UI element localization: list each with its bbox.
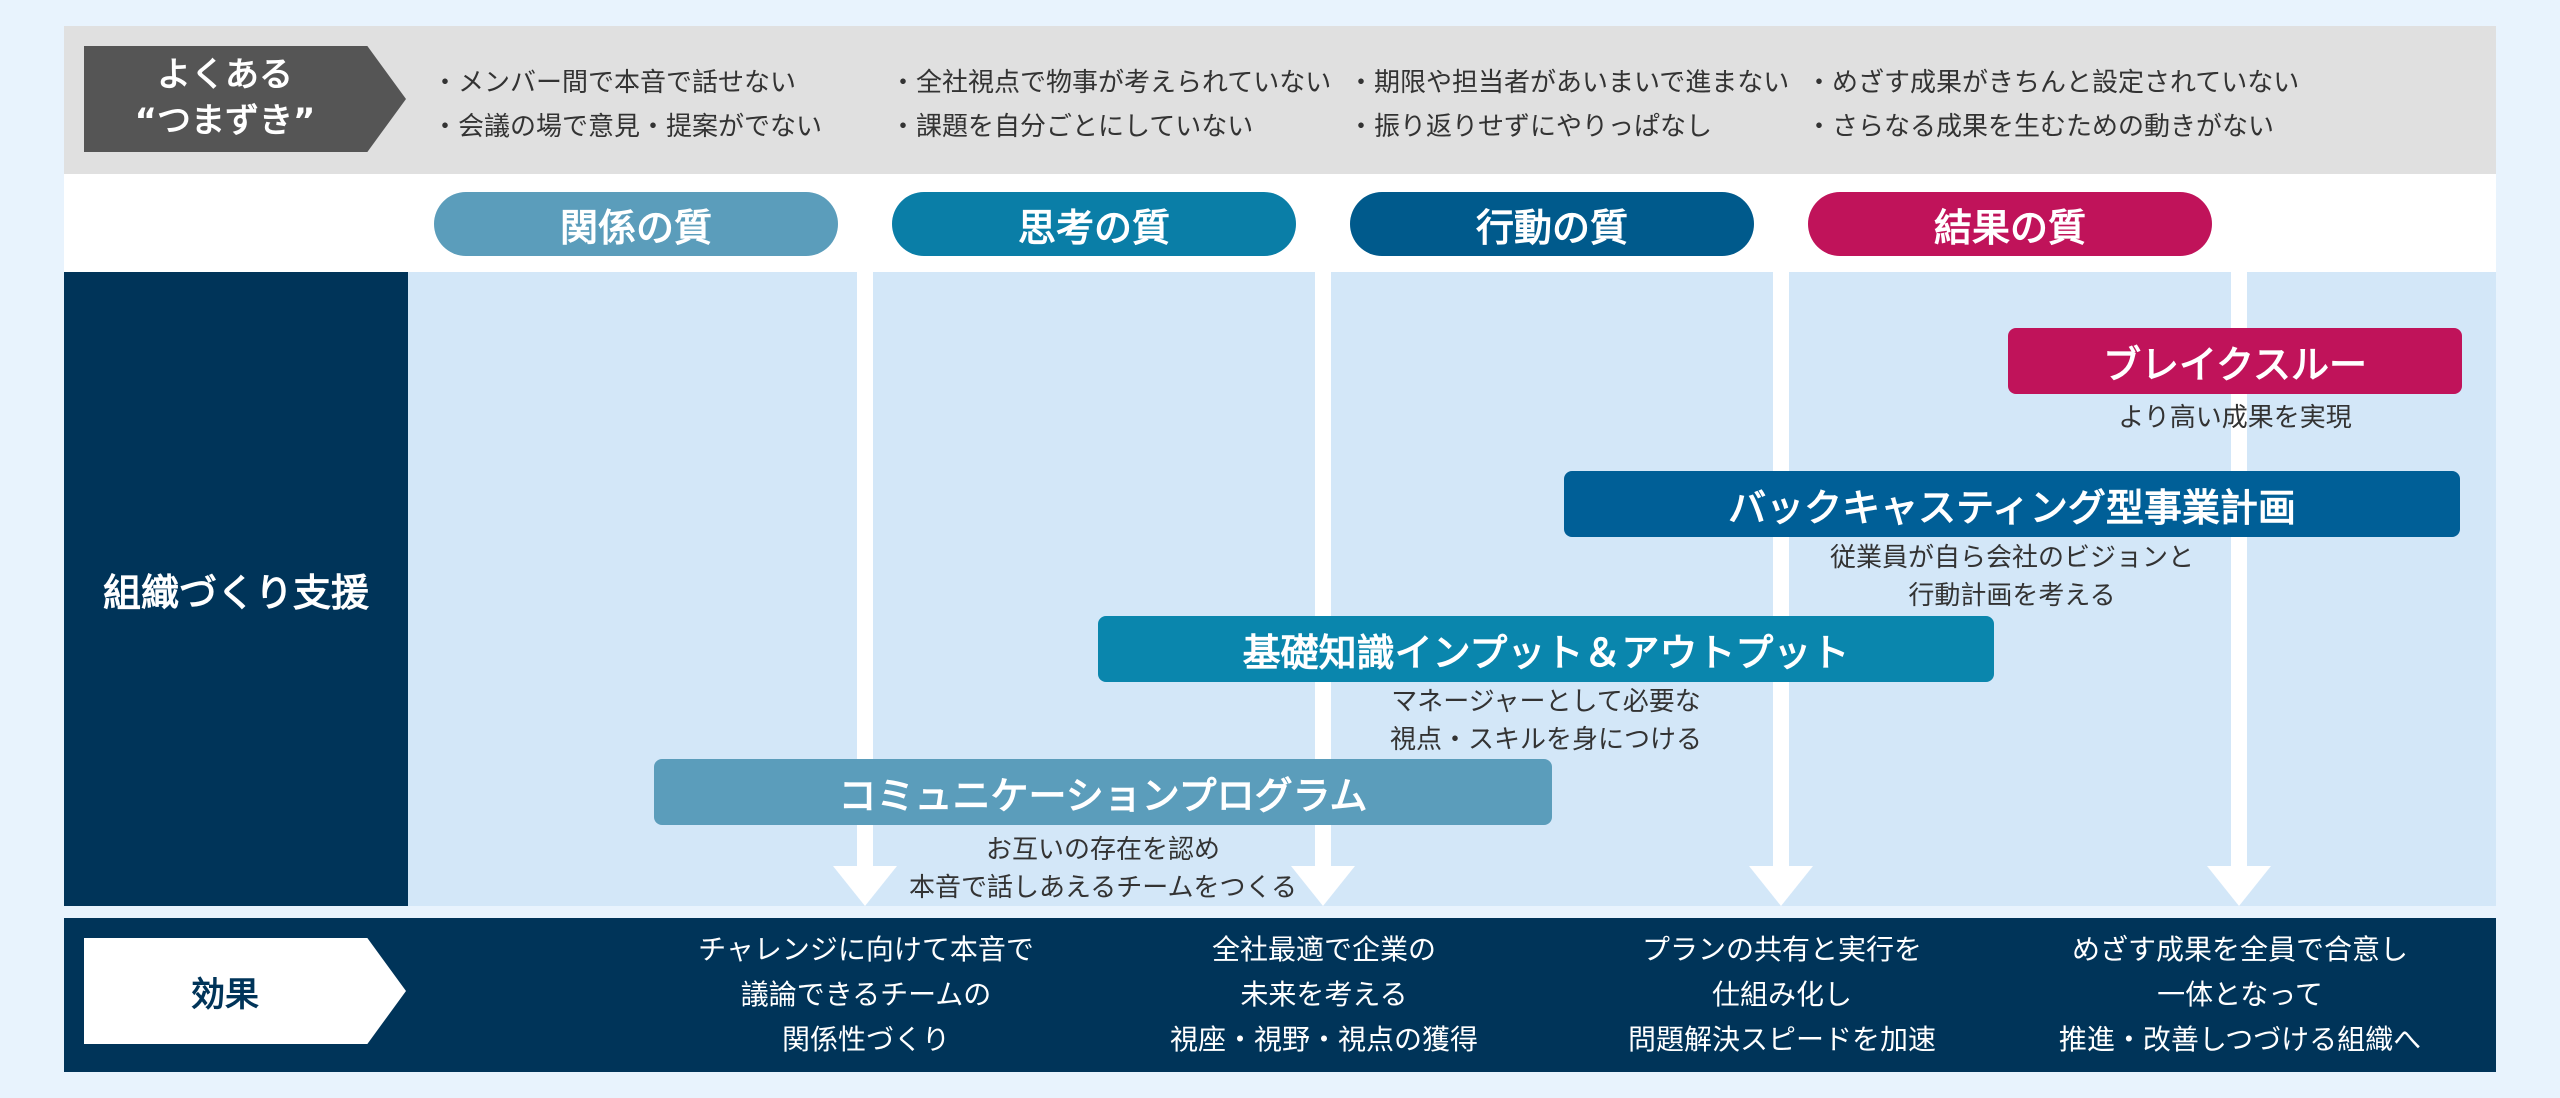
caption-line: 従業員が自ら会社のビジョンと <box>1829 543 2194 573</box>
program-basic-knowledge-caption: マネージャーとして必要な 視点・スキルを身につける <box>1098 684 1994 759</box>
down-arrow-icon <box>2207 866 2271 906</box>
caption-line: より高い成果を実現 <box>2118 403 2352 433</box>
program-communication-caption: お互いの存在を認め 本音で話しあえるチームをつくる <box>654 832 1552 907</box>
problem-4-1: ・めざす成果がきちんと設定されていない <box>1806 68 2300 98</box>
effect-result: めざす成果を全員で合意し 一体となって 推進・改善しつづける組織へ <box>2010 928 2470 1062</box>
effect-thinking: 全社最適で企業の 未来を考える 視座・視野・視点の獲得 <box>1094 928 1554 1062</box>
effect-line: 一体となって <box>2157 977 2323 1011</box>
caption-line: 視点・スキルを身につける <box>1389 724 1702 755</box>
down-arrow-icon <box>1749 866 1813 906</box>
effect-line: 議論できるチームの <box>740 977 992 1011</box>
problems-band <box>64 26 2496 174</box>
problem-3-1: ・期限や担当者があいまいで進まない <box>1348 68 1790 98</box>
problem-2-1: ・全社視点で物事が考えられていない <box>890 68 1332 98</box>
effect-line: 関係性づくり <box>781 1022 950 1056</box>
problem-4-2: ・さらなる成果を生むための動きがない <box>1806 112 2275 142</box>
program-basic-knowledge: 基礎知識インプット＆アウトプット <box>1098 616 1994 682</box>
effect-line: 視座・視野・視点の獲得 <box>1169 1022 1478 1056</box>
effect-line: 仕組み化し <box>1711 977 1852 1011</box>
column-divider <box>2231 272 2247 872</box>
program-backcasting: バックキャスティング型事業計画 <box>1564 471 2460 537</box>
effect-line: めざす成果を全員で合意し <box>2071 933 2408 966</box>
caption-line: 行動計画を考える <box>1908 580 2116 611</box>
column-divider <box>1773 272 1789 872</box>
effect-tag: 効果 <box>84 938 406 1044</box>
caption-line: 本音で話しあえるチームをつくる <box>909 872 1297 903</box>
effect-line: 未来を考える <box>1240 977 1408 1011</box>
effect-relationship: チャレンジに向けて本音で 議論できるチームの 関係性づくり <box>636 928 1096 1062</box>
program-breakthrough-caption: より高い成果を実現 <box>2008 400 2462 438</box>
effect-band <box>64 918 2496 1072</box>
problem-1-2: ・会議の場で意見・提案がでない <box>432 112 823 142</box>
column-divider <box>1315 272 1331 872</box>
effect-line: プランの共有と実行を <box>1641 933 1922 966</box>
tsumazuki-line-1: よくある <box>157 55 293 96</box>
problem-1-1: ・メンバー間で本音で話せない <box>432 68 797 98</box>
effect-line: 推進・改善しつづける組織へ <box>2058 1022 2422 1056</box>
support-label: 組織づくり支援 <box>64 272 408 906</box>
program-communication: コミュニケーションプログラム <box>654 759 1552 825</box>
down-arrow-icon <box>833 866 897 906</box>
quality-action-pill: 行動の質 <box>1350 192 1754 256</box>
program-backcasting-caption: 従業員が自ら会社のビジョンと 行動計画を考える <box>1564 540 2460 615</box>
tsumazuki-line-2: “つまずき” <box>134 101 316 141</box>
caption-line: マネージャーとして必要な <box>1391 687 1701 717</box>
caption-line: お互いの存在を認め <box>985 835 1220 865</box>
effect-action: プランの共有と実行を 仕組み化し 問題解決スピードを加速 <box>1552 928 2012 1062</box>
problem-2-2: ・課題を自分ごとにしていない <box>890 112 1254 142</box>
quality-thinking-pill: 思考の質 <box>892 192 1296 256</box>
quality-relationship-pill: 関係の質 <box>434 192 838 256</box>
effect-line: 問題解決スピードを加速 <box>1627 1022 1936 1056</box>
problem-3-2: ・振り返りせずにやりっぱなし <box>1348 112 1713 142</box>
down-arrow-icon <box>1291 866 1355 906</box>
tsumazuki-tag: よくある “つまずき” <box>84 46 406 152</box>
effect-line: チャレンジに向けて本音で <box>698 933 1034 966</box>
quality-result-pill: 結果の質 <box>1808 192 2212 256</box>
column-divider <box>857 272 873 872</box>
program-breakthrough: ブレイクスルー <box>2008 328 2462 394</box>
effect-line: 全社最適で企業の <box>1211 933 1436 966</box>
